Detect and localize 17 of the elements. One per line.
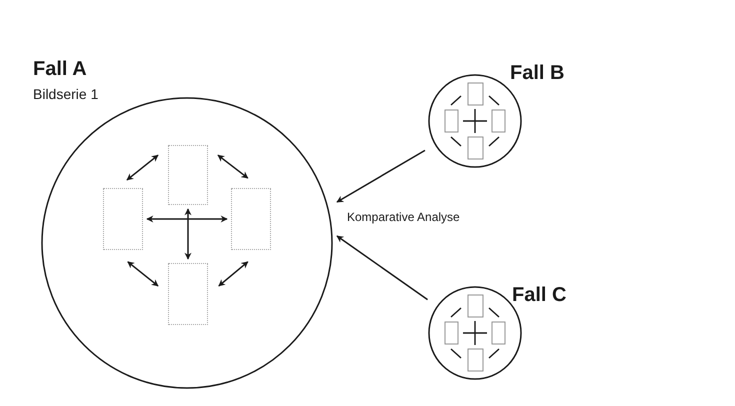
photo-frame [231,188,271,250]
double-arrow [217,154,248,179]
arrow [336,235,428,300]
double-arrow [146,216,228,222]
case-title: Fall B [510,62,564,85]
double-arrow [184,208,192,260]
case-title: Fall C [512,284,566,307]
case-title: Fall A [33,58,87,81]
double-arrow [127,261,159,287]
photo-frame [168,145,208,205]
photo-frame [103,188,143,250]
analysis-label: Komparative Analyse [347,210,460,224]
photo-frame [168,263,208,325]
case-subtitle: Bildserie 1 [33,86,98,102]
double-arrow [218,261,248,287]
double-arrow [126,154,159,181]
arrow [336,150,426,203]
